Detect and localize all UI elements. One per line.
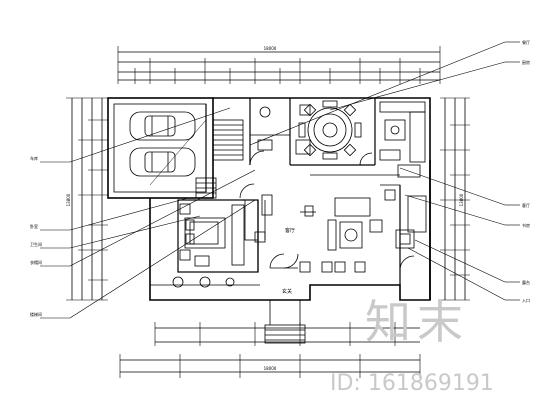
callout-labels-right: 餐厅 厨房 客厅 书房 露台 入口 xyxy=(522,39,530,303)
bottom-dimension-lines xyxy=(119,322,421,378)
watermark-brand: 知末 xyxy=(365,295,469,349)
dimension-text-group: 18000 13800 13800 18000 xyxy=(66,46,464,371)
room-label-hall: 玄关 xyxy=(282,288,292,295)
top-dimension-lines xyxy=(117,46,441,84)
terrace xyxy=(150,261,311,301)
left-dimension-lines xyxy=(66,97,108,301)
kitchen xyxy=(374,98,426,178)
study xyxy=(395,185,427,285)
callout-right-label: 厨房 xyxy=(522,59,530,65)
car-icon xyxy=(129,111,196,141)
room-label-living: 客厅 xyxy=(285,227,295,234)
stair xyxy=(195,119,244,199)
watermark-id: ID: 161869191 xyxy=(330,371,494,396)
callout-left-label: 卫生间 xyxy=(30,241,42,247)
right-overall-dimension: 13800 xyxy=(459,193,464,206)
callout-leaders-right xyxy=(249,41,520,301)
bottom-overall-dimension: 18000 xyxy=(264,366,277,371)
living-area xyxy=(300,174,401,273)
callout-left-label: 卧室 xyxy=(30,223,38,229)
callout-left-label: 衣帽间 xyxy=(30,259,42,265)
car-icon xyxy=(129,147,196,177)
service-rooms xyxy=(249,98,291,166)
callout-right-label: 入口 xyxy=(522,298,530,303)
dining-area xyxy=(290,100,375,166)
callout-right-label: 餐厅 xyxy=(522,39,530,45)
right-dimension-lines xyxy=(440,97,470,301)
top-overall-dimension: 18000 xyxy=(264,46,277,51)
callout-leaders-left xyxy=(40,107,256,319)
room-label-group: 客厅 玄关 xyxy=(282,227,295,295)
garage xyxy=(113,103,207,193)
exterior-walls xyxy=(107,97,431,301)
callout-left-label: 车库 xyxy=(30,155,38,161)
callout-right-label: 客厅 xyxy=(522,202,530,208)
bedroom xyxy=(177,194,273,273)
callout-right-label: 露台 xyxy=(522,279,530,285)
callout-left-label: 楼梯间 xyxy=(30,311,42,317)
left-overall-dimension: 13800 xyxy=(66,193,71,206)
entrance-steps xyxy=(264,300,306,344)
callout-labels-left: 车库 卧室 卫生间 衣帽间 楼梯间 xyxy=(30,155,42,317)
watermark: 知末 ID: 161869191 xyxy=(330,295,494,396)
door-swings xyxy=(239,152,373,269)
callout-right-label: 书房 xyxy=(522,222,530,228)
